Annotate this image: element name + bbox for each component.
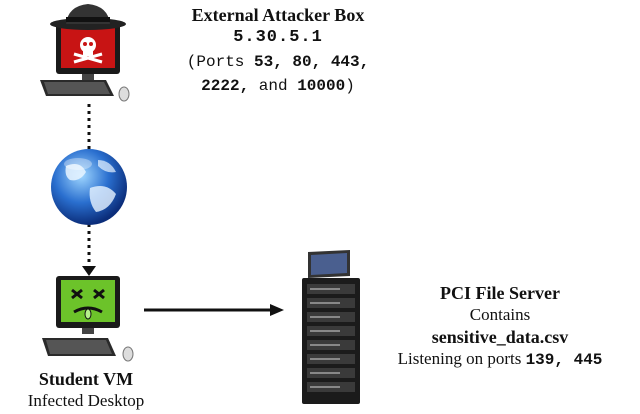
attacker-ports-line-2: 2222, and 10000) [128,74,428,98]
server-title: PCI File Server [440,283,560,303]
student-title: Student VM [38,369,134,389]
listening-ports: 139, 445 [525,351,603,369]
ports-suffix: ) [345,77,355,95]
student-subtitle: Infected Desktop [27,391,145,410]
attacker-ip: 5.30.5.1 [233,28,323,47]
ports-list-2: 2222, [201,77,250,95]
server-file: sensitive_data.csv [431,327,569,347]
server-label: PCI File Server Contains sensitive_data.… [362,282,638,371]
attacker-ports-line-1: (Ports 53, 80, 443, [128,50,428,74]
ports-and: and [249,77,298,95]
server-rack-icon [302,250,360,404]
listening-prefix: Listening on ports [397,349,526,368]
attacker-title: External Attacker Box [191,5,365,25]
right-arrowhead [270,304,284,316]
down-arrowhead [82,266,96,276]
server-listening: Listening on ports 139, 445 [362,348,638,371]
ports-list-1: 53, 80, 443, [254,53,370,71]
ports-prefix: (Ports [186,53,254,71]
student-label: Student VM Infected Desktop [2,368,170,412]
globe-icon [51,149,127,225]
attacker-computer-icon [40,4,130,102]
ports-last: 10000 [297,77,346,95]
attacker-label: External Attacker Box 5.30.5.1 (Ports 53… [128,4,428,98]
student-computer-icon [42,276,134,362]
server-contains: Contains [469,305,531,324]
